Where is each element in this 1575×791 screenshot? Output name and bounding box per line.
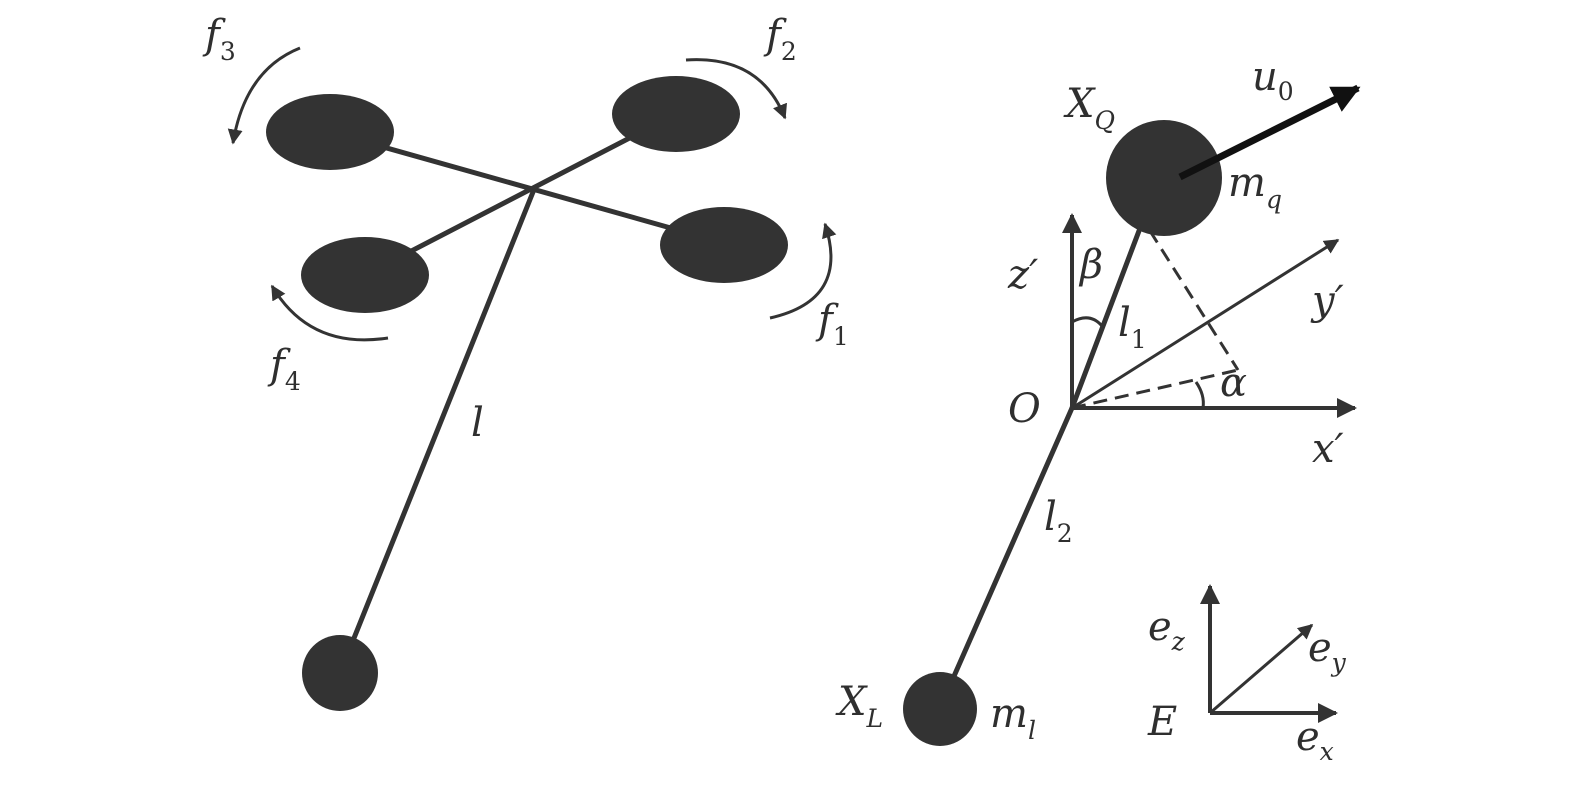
arm-rotor3-rotor1 (327, 129, 727, 246)
alpha-arc (1194, 381, 1205, 409)
label-y-prime: y′ (1310, 278, 1344, 324)
label-beta: β (1078, 242, 1103, 288)
label-u0: u0 (1252, 54, 1294, 106)
label-alpha: α (1220, 360, 1247, 406)
label-f4: f4 (267, 342, 301, 396)
label-XQ: XQ (1063, 81, 1115, 135)
link-l2 (937, 405, 1075, 711)
beta-arc (1071, 316, 1104, 328)
label-x-prime: x′ (1312, 426, 1344, 472)
left-quadrotor: f3 f2 f1 f4 l (202, 12, 849, 711)
suspension-cable (337, 189, 536, 676)
label-E: E (1147, 699, 1177, 745)
payload (302, 635, 378, 711)
label-XL: XL (835, 679, 883, 733)
ey-axis (1209, 623, 1314, 715)
arm-rotor4-rotor2 (362, 111, 679, 278)
rotor-2-rotation-arrow (685, 58, 787, 120)
label-mq: mq (1228, 160, 1282, 214)
rotor-2 (612, 76, 740, 152)
link-l1 (1069, 212, 1148, 411)
label-l2: l2 (1044, 494, 1073, 548)
right-pendulum-model: XQ u0 mq z′ β l1 y′ α O x′ l2 XL ml (835, 54, 1361, 746)
label-f2: f2 (763, 12, 797, 66)
rotor-3-rotation-arrow (227, 46, 301, 145)
projection-drop-line (1136, 211, 1240, 371)
load-mass (903, 672, 977, 746)
projection-on-xy-plane (1071, 368, 1239, 410)
label-l1: l1 (1118, 300, 1147, 354)
rotor-1 (660, 207, 788, 283)
rotor-4 (301, 237, 429, 313)
rotor-4-rotation-arrow (270, 284, 389, 342)
label-cable-l: l (471, 400, 484, 446)
rotor-3 (266, 94, 394, 170)
label-f3: f3 (202, 12, 236, 66)
quadrotor-mass (1106, 120, 1222, 236)
y-prime-axis (1071, 238, 1340, 410)
label-origin-O: O (1008, 386, 1041, 432)
label-ex: ex (1296, 714, 1334, 766)
label-ey: ey (1308, 625, 1347, 677)
label-ez: ez (1148, 604, 1186, 656)
rotor-1-rotation-arrow (769, 222, 837, 320)
thrust-vector (1178, 84, 1361, 181)
inertial-frame: ez ey E ex (1147, 584, 1347, 766)
label-z-prime: z′ (1007, 252, 1038, 298)
label-ml: ml (990, 691, 1036, 745)
label-f1: f1 (815, 297, 849, 351)
